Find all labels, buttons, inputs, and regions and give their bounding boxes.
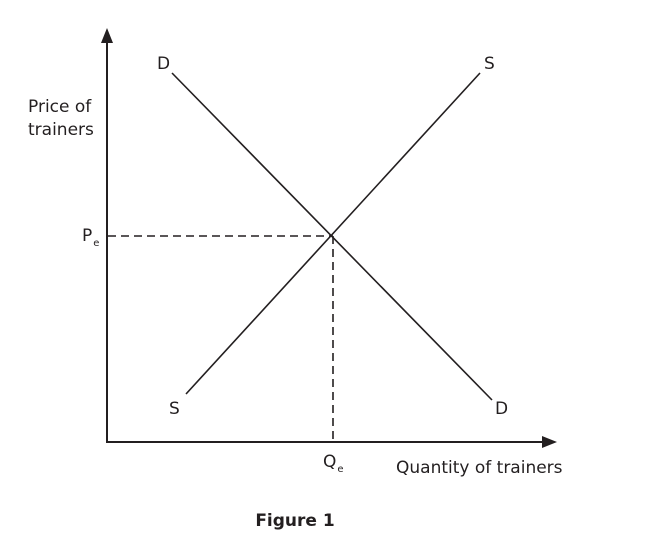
equilibrium-quantity-label: Qe: [323, 452, 344, 475]
y-axis-label-line1: Price of: [28, 97, 92, 117]
supply-label-top: S: [484, 54, 495, 74]
quantity-label-main: Q: [323, 452, 337, 472]
demand-label-top: D: [157, 54, 171, 74]
y-axis-label: Price of trainers: [28, 96, 94, 142]
equilibrium-price-label: Pe: [82, 226, 99, 249]
price-label-main: P: [82, 226, 93, 246]
supply-curve: [185, 72, 481, 395]
price-label-sub: e: [93, 238, 100, 249]
figure-caption: Figure 1: [255, 511, 335, 531]
quantity-label-sub: e: [337, 464, 344, 475]
supply-label-bottom: S: [169, 399, 180, 419]
x-axis-label: Quantity of trainers: [396, 458, 563, 478]
x-axis-arrowhead-icon: [542, 436, 557, 448]
demand-label-bottom: D: [495, 399, 509, 419]
y-axis-arrowhead-icon: [101, 28, 113, 43]
y-axis-label-line2: trainers: [28, 120, 94, 140]
